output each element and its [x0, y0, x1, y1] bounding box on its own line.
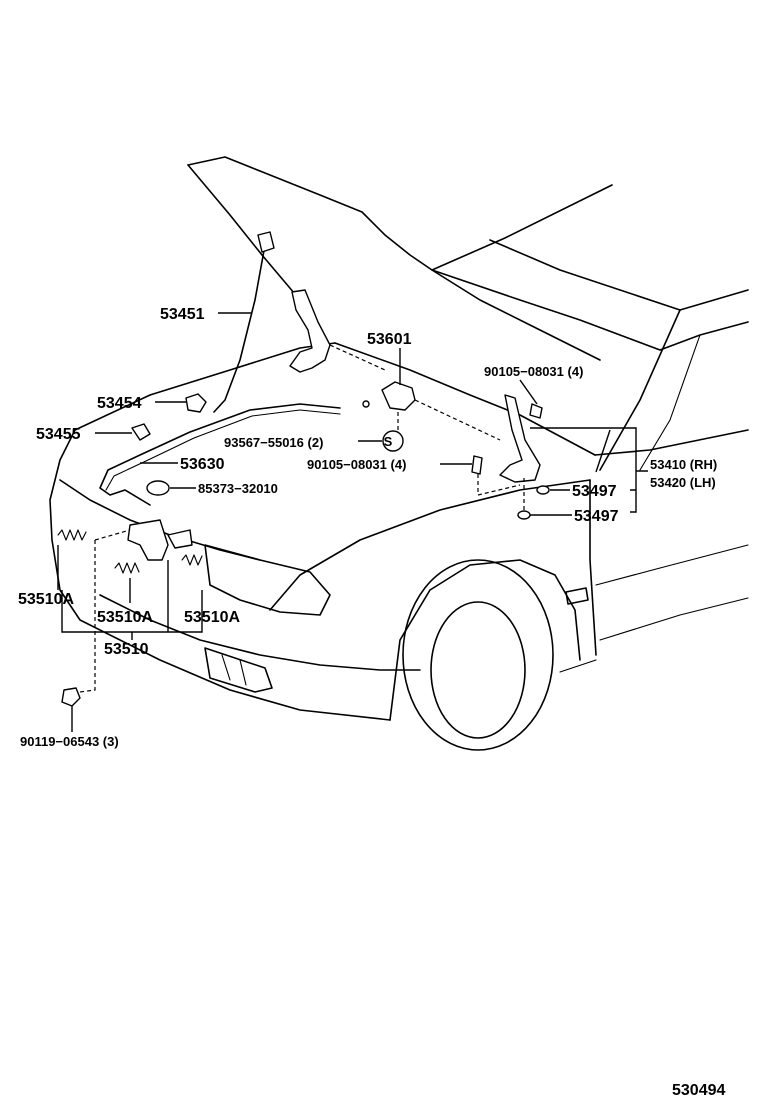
hood-hinge-rh: [499, 394, 541, 483]
rod-top-clip: [257, 231, 275, 253]
side-line-2: [599, 597, 749, 641]
front-fascia: [49, 429, 391, 721]
fender-side: [269, 479, 591, 611]
roof-line: [431, 269, 749, 351]
rocker: [559, 659, 597, 673]
windshield: [489, 239, 749, 311]
label-53454: 53454: [97, 395, 142, 412]
label-90119-06543: 90119−06543 (3): [20, 734, 119, 749]
label-53497-b: 53497: [574, 508, 619, 525]
hood-lock: [381, 381, 416, 411]
part-labels: 53451 53601 90105−08031 (4) 53454 53455 …: [18, 306, 725, 1099]
s-symbol-circle: [382, 430, 404, 452]
bolt-90105-mid: [471, 455, 483, 475]
parts: [57, 231, 550, 707]
cable-clamp: [146, 480, 170, 496]
figure-code: 530494: [672, 1082, 725, 1099]
label-53510a-left: 53510A: [18, 591, 74, 608]
tire-inner: [430, 601, 526, 739]
label-93567-55016: 93567−55016 (2): [224, 435, 323, 450]
fog-lamp: [204, 647, 273, 693]
bracket-53510: [61, 560, 203, 640]
label-53510a-mid: 53510A: [97, 609, 153, 626]
label-53451: 53451: [160, 306, 205, 323]
fog-lamp-detail: [221, 654, 247, 686]
side-marker: [565, 587, 589, 605]
label-90105-08031-top: 90105−08031 (4): [484, 364, 583, 379]
hood-hinge-upper: [289, 289, 331, 373]
dash-hinge: [329, 344, 501, 441]
label-53510: 53510: [104, 641, 149, 658]
bracket-53410: [530, 427, 648, 513]
label-53497-a: 53497: [572, 483, 617, 500]
cowl-line: [334, 342, 596, 456]
hood-cushion: [131, 423, 151, 441]
hood-left-edge: [187, 164, 301, 301]
release-cable-2: [105, 409, 341, 491]
leader-lines: [57, 312, 648, 732]
release-cable: [99, 403, 341, 506]
spring-right: [181, 554, 203, 566]
body-side-top: [594, 429, 749, 456]
a-pillar: [599, 309, 681, 471]
tire-outer: [402, 559, 554, 751]
hood-outline: [187, 156, 613, 271]
label-53510a-right: 53510A: [184, 609, 240, 626]
label-s-symbol: S: [384, 434, 393, 449]
leader-53410-hinge: [595, 429, 611, 473]
bolt-90119: [61, 687, 81, 707]
hood-front-edge: [431, 269, 601, 361]
car-body: [49, 156, 749, 751]
dash-bolt-mid: [477, 474, 521, 496]
reference-lines: [79, 344, 525, 693]
rod-holder: [185, 393, 207, 413]
bolt-90105-top: [529, 403, 543, 419]
label-53420-lh: 53420 (LH): [650, 475, 716, 490]
label-85373-32010: 85373−32010: [198, 481, 278, 496]
fender-top: [74, 342, 336, 431]
latch-lever: [167, 529, 193, 549]
label-53410-rh: 53410 (RH): [650, 457, 717, 472]
cable-end: [362, 400, 370, 408]
label-53601: 53601: [367, 331, 412, 348]
side-molding: [589, 479, 597, 656]
leader-90105-top: [519, 379, 538, 405]
label-53630: 53630: [180, 456, 225, 473]
window-line: [639, 334, 701, 471]
dash-latch: [79, 529, 131, 693]
label-53455: 53455: [36, 426, 81, 443]
label-90105-08031-mid: 90105−08031 (4): [307, 457, 406, 472]
side-line-1: [595, 544, 749, 586]
cushion-53497-a: [536, 485, 550, 495]
headlight: [204, 544, 331, 616]
spring-mid: [114, 562, 140, 574]
hood-latch: [127, 519, 169, 561]
bumper: [99, 594, 421, 671]
hood-support-rod: [213, 244, 266, 413]
spring-left: [57, 529, 87, 541]
cushion-53497-b: [517, 510, 531, 520]
